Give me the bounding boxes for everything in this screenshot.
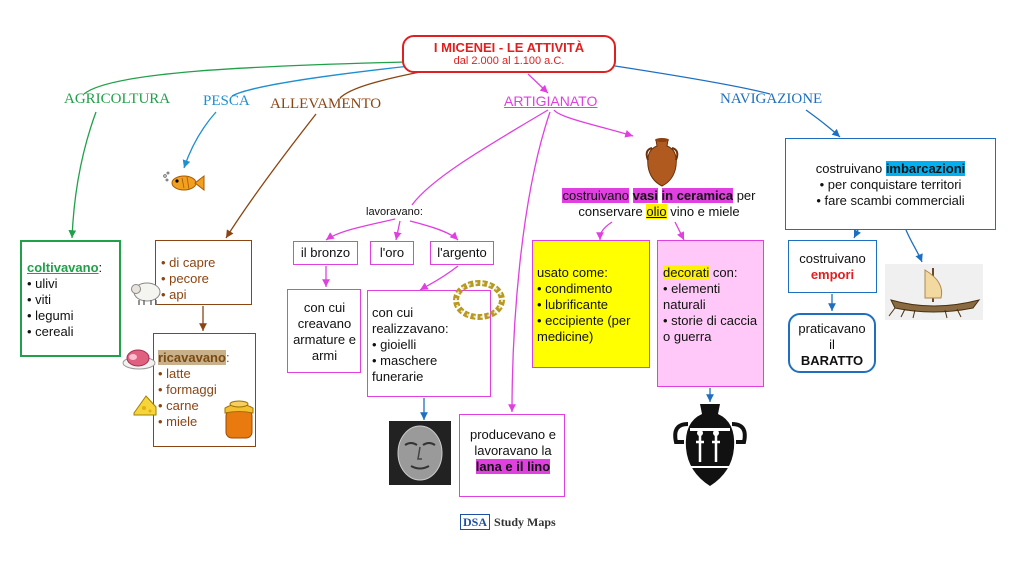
decorati-label: decorati [663,265,710,280]
ham-icon [121,347,157,376]
list-item: • viti [27,292,52,307]
branch-artigianato: ARTIGIANATO [504,93,598,109]
usato-box: usato come: • condimento • lubrificante … [532,240,650,368]
usato-intro: usato come: [537,265,608,280]
decorati-intro: decorati con: [663,265,760,281]
ceramica-w1: costruivano [562,188,629,203]
colon: : [225,350,230,365]
list-item: • legumi [27,308,74,323]
ceramica-w5: conservare [578,204,643,219]
allevamento-animals-box: • di capre • pecore • api [155,240,252,305]
list-item: • maschere funerarie [372,353,438,384]
empori-pre: costruivano [799,251,866,266]
necklace-icon [451,278,507,327]
list-item: • pecore [161,271,209,286]
lavoravano-label: lavoravano: [366,206,423,218]
lana-box: producevano e lavoravano la lana e il li… [459,414,565,497]
sheep-icon [130,278,164,311]
bronzo-desc-box: con cui creavano armature e armi [287,289,361,373]
coltivavano-heading: coltivavano: [27,260,115,276]
imbarcazioni-heading: costruivano imbarcazioni [792,161,989,177]
coltivavano-label: coltivavano [27,260,99,275]
amphora-icon [640,138,684,193]
usato-list: • condimento • lubrificante • eccipiente… [537,281,646,345]
bronzo-desc: con cui creavano armature e armi [293,300,356,363]
list-item: • miele [158,414,198,429]
list-item: • cereali [27,324,74,339]
oro-desc-intro: con cui realizzavano: [372,305,449,336]
ricavavano-label: ricavavano [158,350,226,365]
oro-desc-list: • gioielli • maschere funerarie [372,337,486,385]
branch-navigazione: NAVIGAZIONE [720,91,823,107]
bronzo-label: il bronzo [300,245,351,260]
decorated-vase-icon [670,402,750,493]
ship-icon [885,264,983,325]
title-box: I MICENEI - LE ATTIVITÀ dal 2.000 al 1.1… [402,35,616,73]
ceramica-w4: per [736,188,756,203]
list-item: • lubrificante [537,297,609,312]
footer-text: Study Maps [494,514,556,529]
fish-icon [162,170,206,199]
list-item: • elementi naturali [663,281,721,312]
empori-box: costruivano empori [788,240,877,293]
list-item: • formaggi [158,382,217,397]
list-item: • carne [158,398,199,413]
imbarcazioni-highlight: imbarcazioni [885,161,966,176]
colture-list: • ulivi • viti • legumi • cereali [27,276,115,340]
list-item: • di capre [161,255,216,270]
page-title: I MICENEI - LE ATTIVITÀ [433,40,585,55]
argento-box: l'argento [430,241,494,265]
list-item: • ulivi [27,276,58,291]
ceramica-text: costruivano vasi in ceramica per conserv… [540,188,778,220]
baratto-box: praticavano il BARATTO [788,313,876,373]
oro-label: l'oro [379,245,405,260]
dsa-logo: DSA [460,514,491,530]
ceramica-w7: vino e miele [670,204,740,219]
baratto-highlight: BARATTO [800,353,864,368]
footer-logo: DSA Study Maps [460,514,556,530]
argento-label: l'argento [437,245,487,260]
ceramica-w2: vasi [632,188,658,203]
agricoltura-box: coltivavano: • ulivi • viti • legumi • c… [20,240,121,357]
decorati-box: decorati con: • elementi naturali • stor… [657,240,764,387]
list-item: • condimento [537,281,613,296]
products-list: • latte • formaggi • carne • miele [158,366,251,430]
list-item: • eccipiente (per medicine) [537,313,631,344]
ceramica-w3: in ceramica [661,188,734,203]
cheese-icon [132,393,158,424]
allevamento-products-box: ricavavano: • latte • formaggi • carne •… [153,333,256,447]
colon: : [98,260,103,275]
ricavavano-heading: ricavavano: [158,350,251,366]
honey-jar-icon [222,398,256,445]
mask-icon [389,421,451,490]
list-item: • gioielli [372,337,417,352]
baratto-pre: praticavano il [798,321,866,352]
imbarcazioni-pre: costruivano [815,161,886,176]
list-item: • latte [158,366,191,381]
decorati-list: • elementi naturali • storie di caccia o… [663,281,760,345]
lana-highlight: lana e il lino [475,459,551,474]
imbarcazioni-box: costruivano imbarcazioni • per conquista… [785,138,996,230]
empori-highlight: empori [810,267,855,282]
navi-item: • fare scambi commerciali [816,193,965,208]
ceramica-w6: olio [646,204,667,219]
lana-pre: producevano e lavoravano la [469,427,556,458]
oro-desc-box: con cui realizzavano: • gioielli • masch… [367,290,491,397]
list-item: • api [161,287,187,302]
page-subtitle: dal 2.000 al 1.100 a.C. [453,55,565,67]
oro-box: l'oro [370,241,414,265]
branch-pesca: PESCA [203,93,250,109]
list-item: • storie di caccia o guerra [663,313,758,344]
branch-allevamento: ALLEVAMENTO [270,96,382,112]
navi-item: • per conquistare territori [819,177,962,192]
bronzo-box: il bronzo [293,241,358,265]
animals-list: • di capre • pecore • api [161,255,247,303]
decorati-rest: con: [709,265,738,280]
branch-agricoltura: AGRICOLTURA [64,91,171,107]
